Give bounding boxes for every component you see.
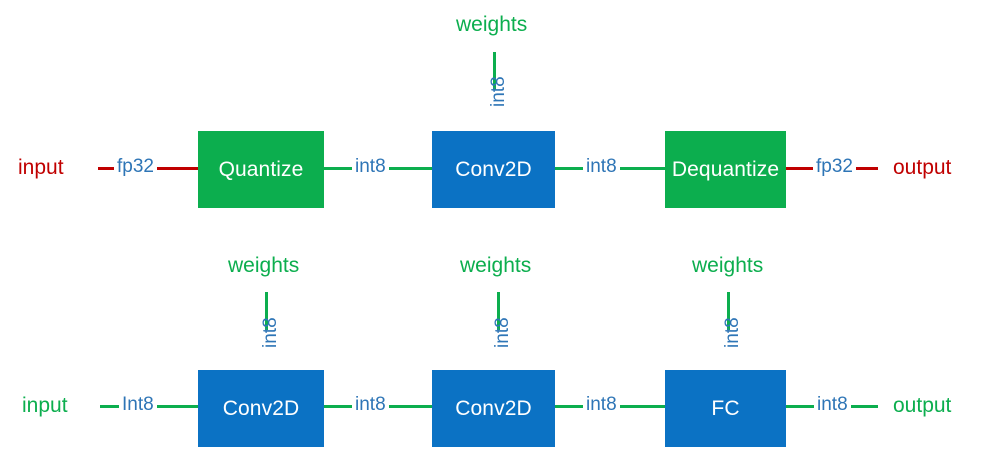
weights-label-row1-conv2d: weights (456, 13, 528, 36)
weights-label-row2-fc: weights (692, 254, 764, 277)
weights-dtype-row2-conv2d-2: int8 (492, 317, 513, 348)
row1-input-label: input (18, 156, 64, 179)
row2-edge-label-int8-b: int8 (583, 395, 620, 414)
row1-edge-label-int8-b: int8 (583, 157, 620, 176)
node-row2-fc[interactable]: FC (665, 370, 786, 447)
weights-label-row2-conv2d-1: weights (228, 254, 300, 277)
weights-dtype-row2-fc: int8 (722, 317, 743, 348)
weights-edge-row2-fc (727, 292, 730, 330)
node-quantize[interactable]: Quantize (198, 131, 324, 208)
weights-edge-row2-conv2d-2 (497, 292, 500, 330)
node-row2-fc-label: FC (711, 396, 740, 420)
weights-edge-row2-conv2d-1 (265, 292, 268, 330)
node-row2-conv2d-2[interactable]: Conv2D (432, 370, 555, 447)
weights-edge-row1-conv2d (493, 52, 496, 90)
row1-edge-label-int8-a: int8 (352, 157, 389, 176)
node-row2-conv2d-1[interactable]: Conv2D (198, 370, 324, 447)
node-dequantize-label: Dequantize (671, 157, 780, 181)
weights-label-row2-conv2d-2: weights (460, 254, 532, 277)
weights-dtype-row2-conv2d-1: int8 (260, 317, 281, 348)
row1-output-label: output (893, 156, 952, 179)
node-row1-conv2d[interactable]: Conv2D (432, 131, 555, 208)
row2-edge-label-int8-a: int8 (352, 395, 389, 414)
node-row1-conv2d-label: Conv2D (455, 157, 532, 181)
row2-edge-label-int8-out: int8 (814, 395, 851, 414)
node-quantize-label: Quantize (218, 157, 304, 181)
row1-edge-label-fp32-in: fp32 (114, 157, 157, 176)
node-dequantize[interactable]: Dequantize (665, 131, 786, 208)
weights-dtype-row1-conv2d: int8 (488, 76, 509, 107)
node-row2-conv2d-1-label: Conv2D (222, 396, 300, 420)
row2-output-label: output (893, 394, 952, 417)
row2-input-label: input (22, 394, 68, 417)
row1-edge-label-fp32-out: fp32 (813, 157, 856, 176)
node-row2-conv2d-2-label: Conv2D (455, 396, 532, 420)
row2-edge-label-int8-in: Int8 (119, 395, 157, 414)
